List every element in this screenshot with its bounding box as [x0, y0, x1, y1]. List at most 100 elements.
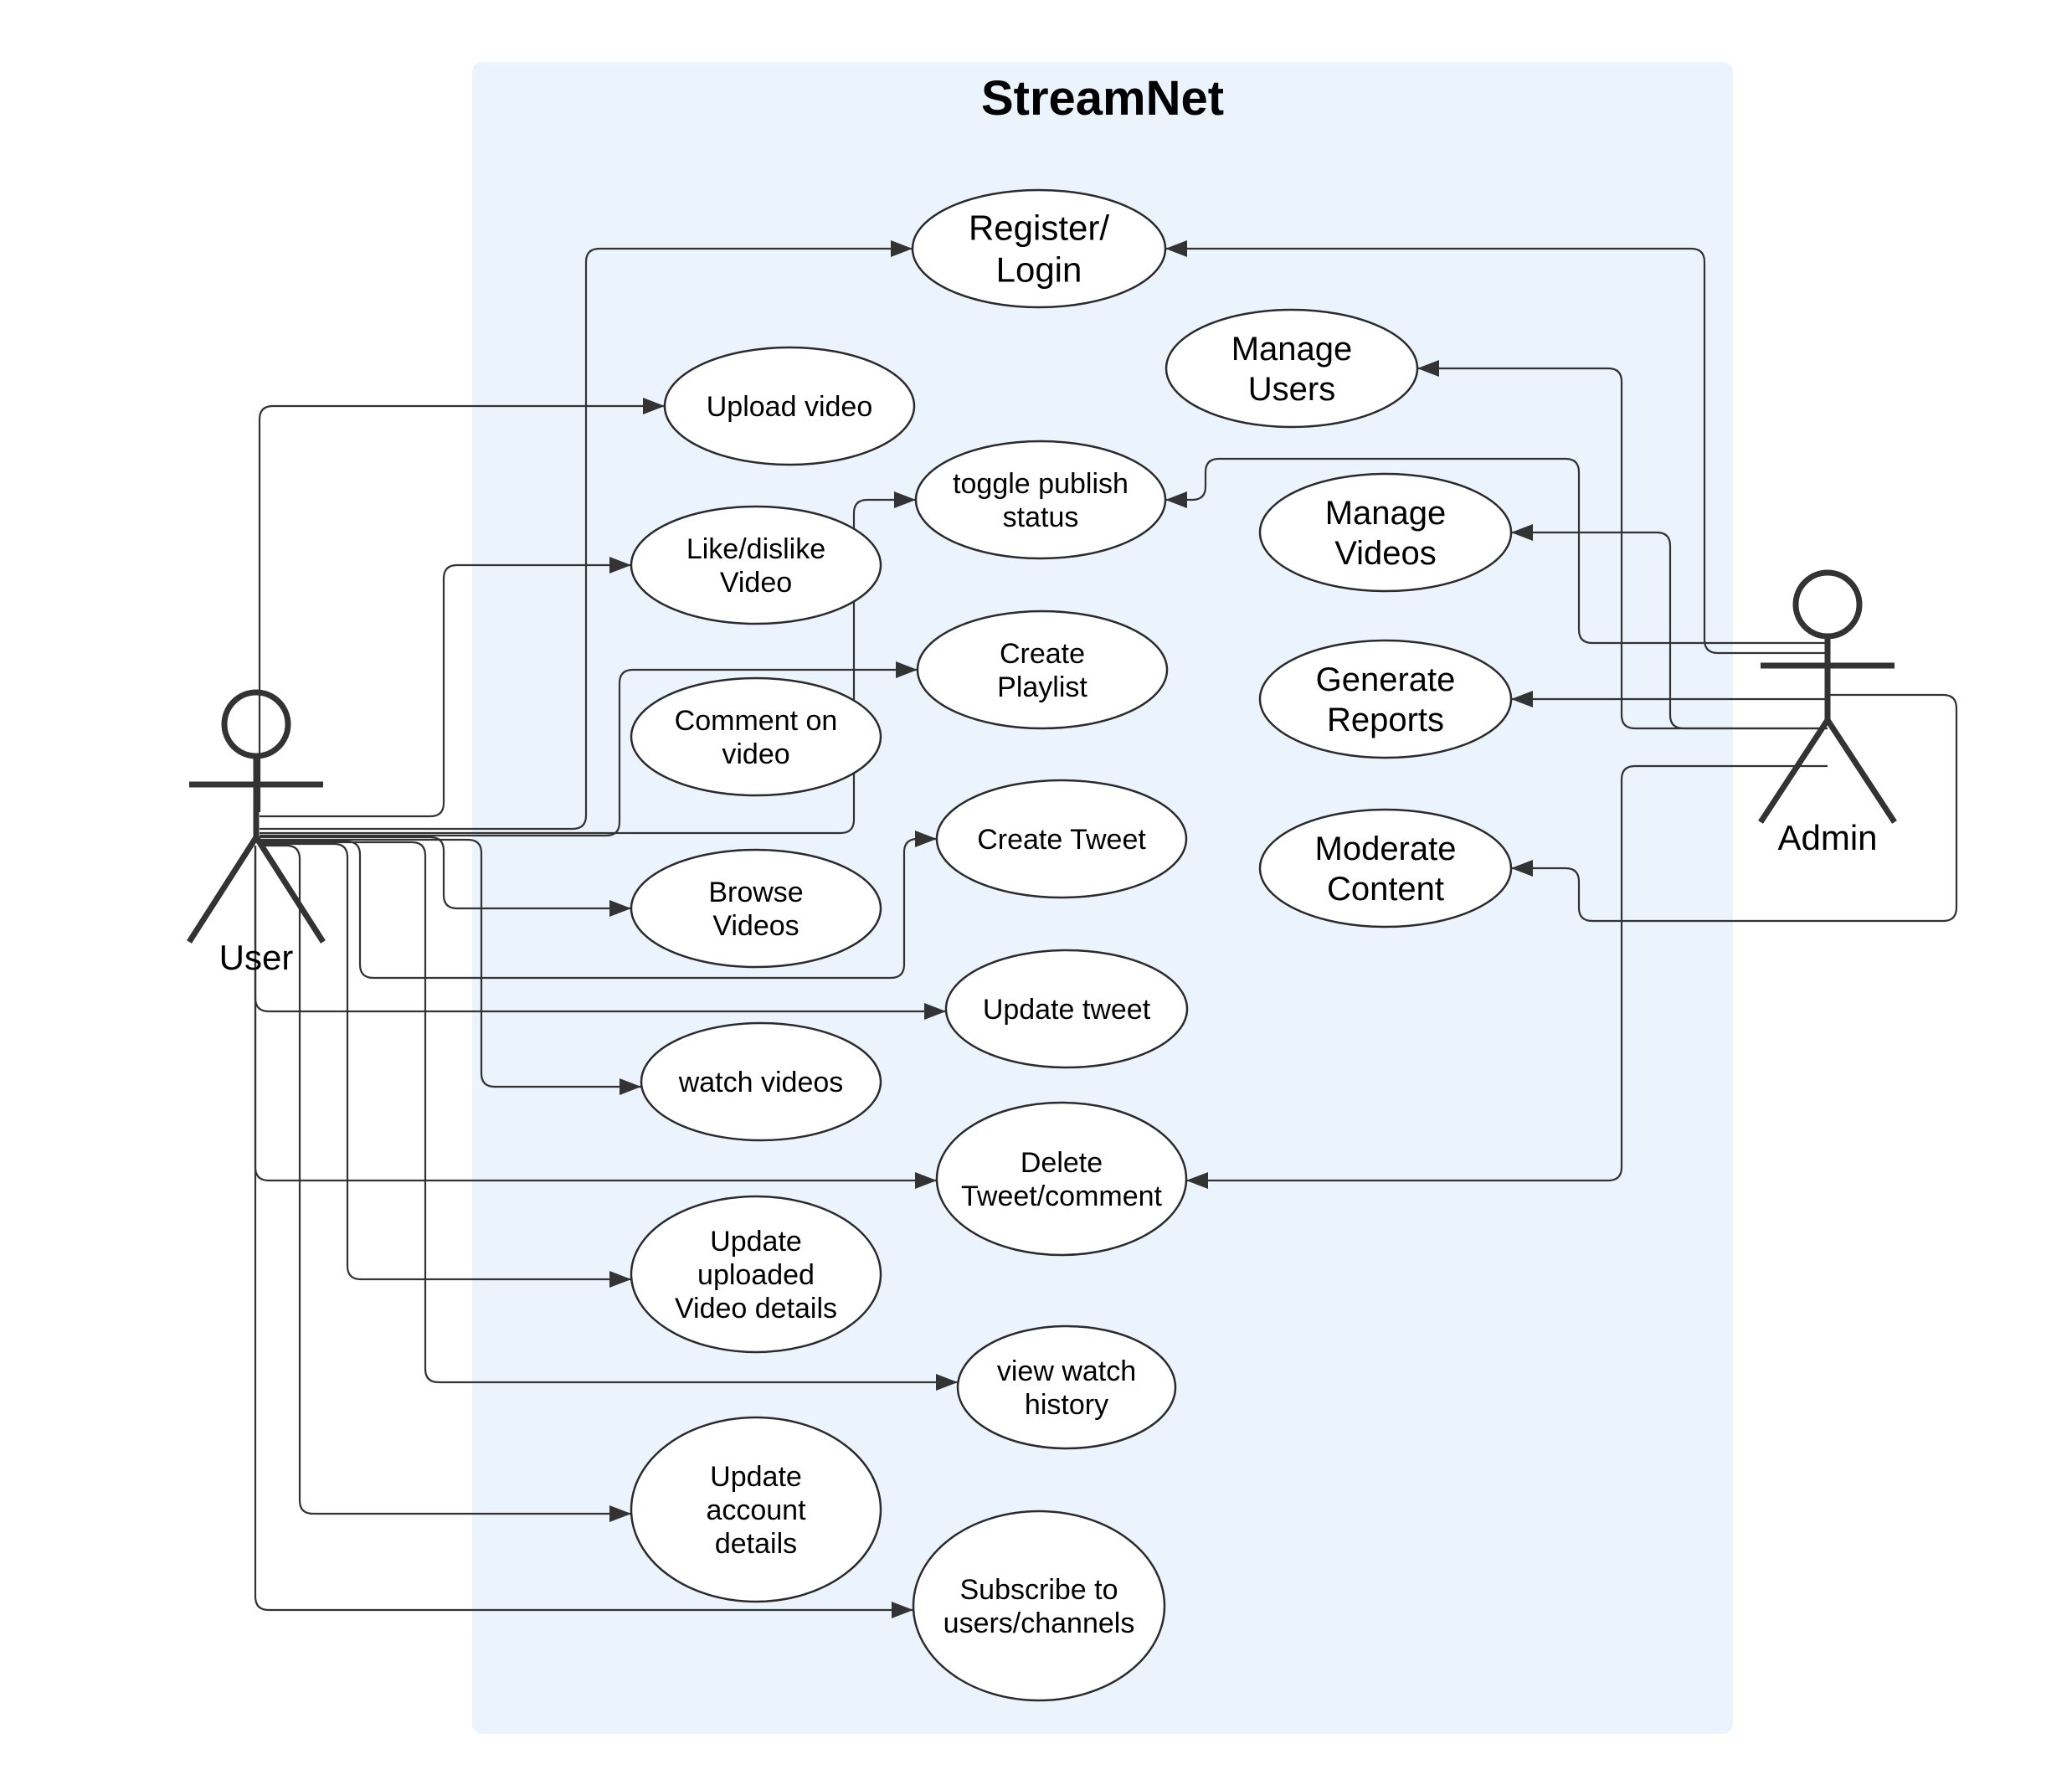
arrowhead	[643, 398, 665, 414]
association-line	[260, 836, 631, 910]
usecase-upload-video[interactable]: Upload video	[663, 346, 916, 466]
association-user-watch-videos	[260, 838, 641, 1095]
usecase-watch-videos-label: watch videos	[678, 1067, 844, 1098]
label-line: Reports	[1327, 702, 1444, 738]
label-line: Content	[1327, 871, 1444, 908]
label-line: Moderate	[1315, 831, 1457, 867]
association-line	[260, 498, 916, 835]
arrowhead	[609, 1271, 631, 1288]
association-user-subscribe	[254, 847, 913, 1618]
association-line	[1511, 693, 1958, 923]
label-line: Manage	[1231, 331, 1353, 368]
label-line: users/channels	[943, 1607, 1135, 1639]
association-line	[260, 837, 937, 980]
use-cases: Register/Login Upload video Like/dislike…	[630, 188, 1513, 1702]
usecase-watch-videos[interactable]: watch videos	[640, 1021, 882, 1142]
arrowhead	[620, 1078, 641, 1095]
association-admin-manage-users	[1417, 360, 1828, 730]
association-line	[260, 838, 641, 1088]
label-line: Videos	[1334, 535, 1437, 572]
usecase-upload-video-label: Upload video	[707, 391, 872, 423]
arrowhead	[896, 661, 918, 678]
label-line: Update tweet	[983, 994, 1151, 1026]
association-admin-register-login	[1165, 240, 1828, 655]
actor-user[interactable]: User	[187, 689, 326, 977]
label-line: Video details	[675, 1293, 837, 1324]
arrowhead	[1417, 360, 1439, 377]
actor-user-head	[221, 689, 291, 759]
actor-admin-label: Admin	[1777, 818, 1877, 857]
association-line	[260, 841, 958, 1384]
arrowhead	[894, 491, 916, 508]
association-user-create-playlist	[260, 661, 918, 837]
arrowhead	[1165, 491, 1187, 508]
actor-user-left-leg	[187, 836, 259, 944]
label-line: toggle publish	[953, 468, 1129, 500]
association-line	[1417, 367, 1828, 730]
actor-admin[interactable]: Admin	[1758, 569, 1897, 857]
association-admin-manage-videos	[1511, 524, 1828, 730]
arrowhead	[1511, 860, 1533, 877]
association-line	[260, 842, 631, 1281]
label-line: Create	[1000, 638, 1085, 670]
label-line: Register/	[969, 208, 1109, 248]
actor-admin-left-leg	[1758, 718, 1830, 824]
association-line	[260, 563, 631, 818]
association-user-update-account	[260, 844, 631, 1522]
label-line: Like/dislike	[686, 533, 825, 565]
association-line	[254, 847, 913, 1612]
label-line: Users	[1248, 371, 1335, 408]
association-user-upload-video	[258, 398, 665, 812]
actor-admin-right-leg	[1825, 718, 1897, 824]
usecase-create-tweet-label: Create Tweet	[977, 824, 1146, 856]
arrowhead	[924, 1003, 946, 1020]
usecase-register-login[interactable]: Register/Login	[911, 188, 1167, 309]
association-user-view-watch-history	[260, 841, 958, 1391]
label-line: Upload video	[707, 391, 872, 423]
connectors	[254, 240, 1958, 1618]
association-user-browse-videos	[260, 836, 631, 917]
association-user-toggle-publish	[260, 491, 916, 835]
association-user-update-video-details	[260, 842, 631, 1288]
actor-user-label: User	[219, 938, 294, 977]
label-line: Update	[710, 1226, 802, 1258]
association-line	[260, 247, 913, 831]
association-line	[1165, 457, 1828, 645]
arrowhead	[936, 1374, 958, 1391]
label-line: Login	[996, 250, 1082, 290]
arrowhead	[892, 1602, 913, 1618]
label-line: Video	[720, 567, 792, 599]
association-user-like-dislike	[260, 557, 631, 818]
usecase-update-tweet[interactable]: Update tweet	[944, 949, 1189, 1069]
label-line: view watch	[997, 1355, 1136, 1387]
label-line: Videos	[712, 910, 799, 942]
association-line	[1165, 247, 1828, 655]
association-line	[1511, 531, 1828, 730]
label-line: Generate	[1316, 661, 1456, 698]
system-title: StreamNet	[981, 71, 1224, 126]
usecase-create-tweet[interactable]: Create Tweet	[935, 779, 1188, 899]
